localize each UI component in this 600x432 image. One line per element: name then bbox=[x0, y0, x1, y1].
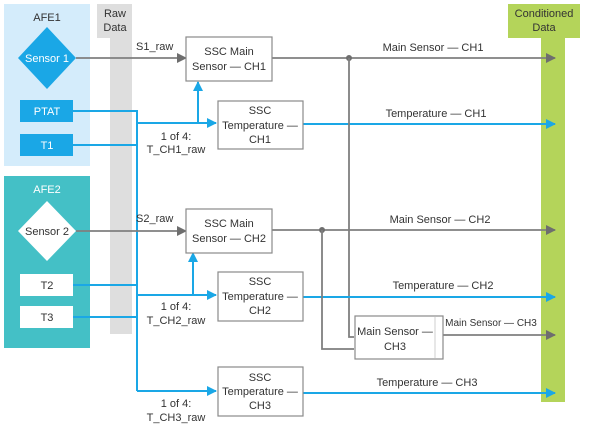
ssc-main-ch1-line1: SSC Main bbox=[204, 46, 254, 58]
t-ch1-raw-label-1: 1 of 4: bbox=[161, 131, 192, 143]
temp-ch1-output-label: Temperature — CH1 bbox=[386, 108, 487, 120]
ptat-label: PTAT bbox=[34, 106, 61, 118]
t-ch2-raw-label-2: T_CH2_raw bbox=[147, 315, 206, 327]
temp-ch3-output-label: Temperature — CH3 bbox=[377, 377, 478, 389]
t1-label: T1 bbox=[41, 140, 54, 152]
conditioned-data-title-1: Conditioned bbox=[515, 8, 574, 20]
raw-data-title-2: Data bbox=[103, 22, 127, 34]
sensor-2-node[interactable] bbox=[18, 201, 76, 261]
ssc-temp-ch3-line1: SSC bbox=[249, 372, 272, 384]
main-ch1-output-label: Main Sensor — CH1 bbox=[383, 42, 484, 54]
ssc-main-ch1-line2: Sensor — CH1 bbox=[192, 61, 266, 73]
main-sensor-ch3-block[interactable] bbox=[354, 315, 444, 360]
t1-node[interactable] bbox=[20, 134, 73, 156]
t-ch2-raw-label-1: 1 of 4: bbox=[161, 301, 192, 313]
main-ch2-output-label: Main Sensor — CH2 bbox=[390, 214, 491, 226]
ssc-temp-ch1-line1: SSC bbox=[249, 105, 272, 117]
ssc-temp-ch1-block[interactable] bbox=[217, 100, 304, 150]
main-ch3-output-label: Main Sensor — CH3 bbox=[445, 318, 537, 329]
ssc-temp-ch2-line1: SSC bbox=[249, 276, 272, 288]
t-ch3-raw-label-1: 1 of 4: bbox=[161, 398, 192, 410]
main-sensor-ch3-line1: Main Sensor — bbox=[357, 326, 433, 338]
main-sensor-ch3-line2: CH3 bbox=[384, 341, 406, 353]
t2-node[interactable] bbox=[20, 274, 73, 296]
raw-data-title-1: Raw bbox=[104, 8, 126, 20]
afe1-title: AFE1 bbox=[33, 12, 61, 24]
raw-data-band bbox=[110, 38, 132, 334]
afe2-title: AFE2 bbox=[33, 184, 61, 196]
ssc-temp-ch3-line3: CH3 bbox=[249, 400, 271, 412]
conditioned-data-band bbox=[541, 38, 565, 402]
t-ch3-raw-label-2: T_CH3_raw bbox=[147, 412, 206, 424]
ssc-main-ch2-block[interactable] bbox=[185, 208, 273, 254]
sensor-1-node[interactable] bbox=[18, 27, 76, 89]
ssc-main-ch2-line2: Sensor — CH2 bbox=[192, 233, 266, 245]
ssc-main-ch2-line1: SSC Main bbox=[204, 218, 254, 230]
ssc-temp-ch2-block[interactable] bbox=[217, 271, 304, 322]
t-ch1-raw-label-2: T_CH1_raw bbox=[147, 144, 206, 156]
ssc-temp-ch3-block[interactable] bbox=[217, 366, 304, 417]
ssc-temp-ch2-line3: CH2 bbox=[249, 305, 271, 317]
conditioned-data-header bbox=[508, 4, 580, 38]
ssc-temp-ch1-line2: Temperature — bbox=[222, 120, 298, 132]
s1-raw-label: S1_raw bbox=[136, 41, 173, 53]
ptat-node[interactable] bbox=[20, 100, 73, 122]
raw-data-header bbox=[97, 4, 132, 38]
t2-label: T2 bbox=[41, 280, 54, 292]
ssc-temp-ch2-line2: Temperature — bbox=[222, 291, 298, 303]
ssc-temp-ch1-line3: CH1 bbox=[249, 134, 271, 146]
s2-raw-label: S2_raw bbox=[136, 213, 173, 225]
t3-label: T3 bbox=[41, 312, 54, 324]
sensor-2-label: Sensor 2 bbox=[25, 226, 69, 238]
t3-node[interactable] bbox=[20, 306, 73, 328]
ssc-main-ch1-block[interactable] bbox=[185, 36, 273, 82]
main-ch2-to-ch3-wire bbox=[321, 230, 354, 350]
temp-ch2-output-label: Temperature — CH2 bbox=[393, 280, 494, 292]
sensor-1-label: Sensor 1 bbox=[25, 53, 69, 65]
conditioned-data-title-2: Data bbox=[532, 22, 556, 34]
main-ch1-to-ch3-wire bbox=[348, 58, 354, 338]
ssc-temp-ch3-line2: Temperature — bbox=[222, 386, 298, 398]
